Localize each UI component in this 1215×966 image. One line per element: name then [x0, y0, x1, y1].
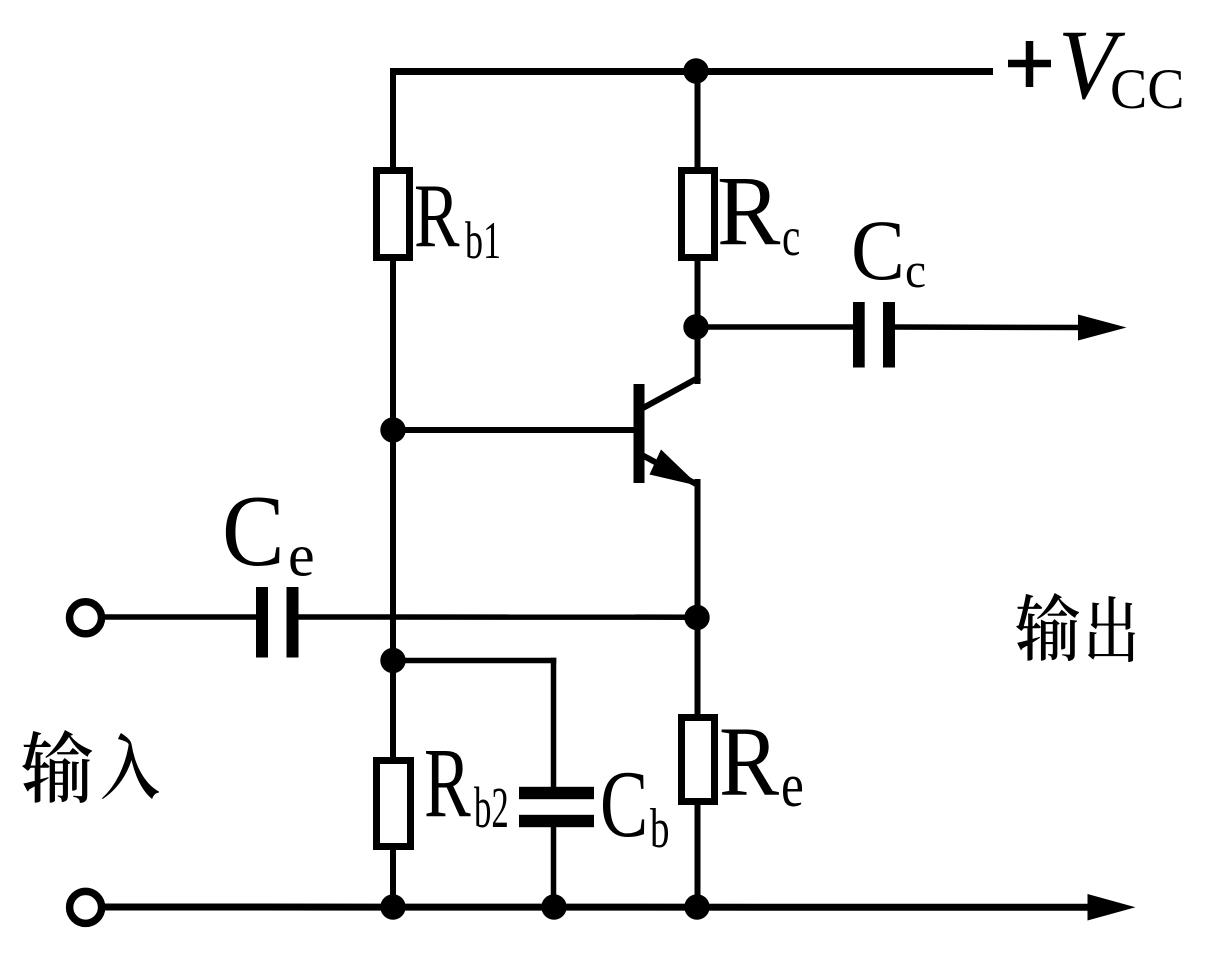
svg-text:R: R: [414, 166, 460, 267]
svg-text:c: c: [782, 206, 800, 267]
svg-text:V: V: [1058, 10, 1125, 121]
svg-text:R: R: [717, 156, 780, 267]
svg-text:b: b: [650, 798, 669, 860]
svg-text:e: e: [288, 523, 315, 589]
svg-text:R: R: [424, 727, 471, 838]
svg-text:C: C: [222, 475, 285, 587]
svg-text:b2: b2: [474, 776, 509, 840]
svg-text:c: c: [905, 243, 926, 298]
svg-text:e: e: [781, 752, 804, 821]
svg-text:R: R: [719, 705, 780, 816]
svg-text:CC: CC: [1110, 59, 1185, 122]
svg-text:C: C: [600, 753, 648, 858]
svg-text:b1: b1: [465, 211, 501, 269]
svg-text:C: C: [851, 204, 905, 299]
